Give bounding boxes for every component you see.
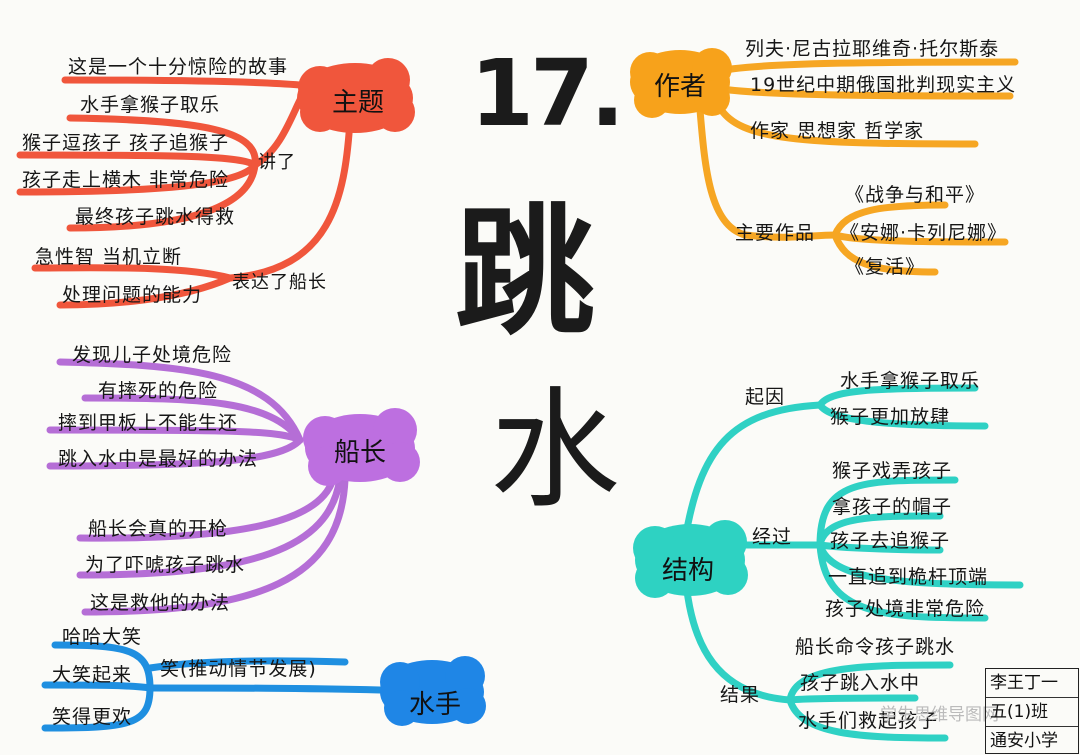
lesson-number: 17.	[470, 40, 625, 147]
signature-school: 通安小学	[990, 731, 1058, 751]
captain-item: 发现儿子处境危险	[72, 344, 233, 366]
theme-cloud	[297, 58, 415, 133]
structure-jieguo-item: 水手们救起孩子	[798, 710, 939, 732]
captain-node: 船长	[333, 438, 386, 468]
structure-qiyin-item: 水手拿猴子取乐	[840, 370, 981, 392]
structure-branches	[681, 384, 1024, 742]
structure-node: 结构	[661, 556, 714, 586]
sailor-branches	[41, 641, 384, 732]
captain-item: 这是救他的办法	[90, 592, 231, 614]
captain-item: 船长会真的开枪	[88, 518, 229, 540]
signature-class: 五(1)班	[986, 698, 1078, 727]
captain-item: 有摔死的危险	[98, 380, 219, 402]
watermark: 学生思维导图网	[880, 705, 999, 725]
author-work: 《战争与和平》	[845, 184, 986, 206]
structure-cloud	[633, 520, 748, 598]
theme-jiang-item: 孩子走上横木 非常危险	[22, 169, 230, 191]
structure-jieguo-label: 结果	[720, 684, 761, 706]
captain-item: 为了吓唬孩子跳水	[85, 554, 246, 576]
structure-jieguo-item: 船长命令孩子跳水	[795, 636, 956, 658]
captain-branches	[46, 358, 349, 616]
sailor-node: 水手	[408, 690, 461, 720]
signature-name: 李王丁一	[986, 669, 1078, 698]
structure-jingguo-item: 拿孩子的帽子	[832, 496, 953, 518]
structure-jingguo-item: 孩子去追猴子	[830, 530, 951, 552]
theme-biaoda-label: 表达了船长	[232, 272, 327, 293]
author-work: 《安娜·卡列尼娜》	[840, 222, 1008, 244]
captain-item: 摔到甲板上不能生还	[58, 412, 239, 434]
structure-jieguo-item: 孩子跳入水中	[800, 672, 921, 694]
author-item: 列夫·尼古拉耶维奇·托尔斯泰	[745, 38, 1000, 60]
signature-box: 李王丁一 五(1)班 通安小学	[985, 668, 1079, 754]
sailor-item: 哈哈大笑	[62, 626, 143, 648]
theme-jiang-item: 猴子逗孩子 孩子追猴子	[22, 132, 230, 154]
author-node: 作者	[653, 72, 706, 102]
theme-jiang-label: 讲了	[258, 152, 296, 173]
captain-cloud	[303, 408, 420, 486]
sailor-item: 大笑起来	[52, 664, 133, 686]
author-branches	[696, 58, 1019, 276]
theme-jiang-item: 水手拿猴子取乐	[80, 94, 221, 116]
structure-jingguo-item: 孩子处境非常危险	[825, 598, 986, 620]
structure-qiyin-item: 猴子更加放肆	[830, 406, 951, 428]
sailor-note: 笑(推动情节发展)	[160, 658, 317, 680]
title-char-shui: 水	[490, 374, 621, 526]
theme-story: 这是一个十分惊险的故事	[68, 56, 289, 78]
structure-qiyin-label: 起因	[745, 386, 786, 408]
sailor-item: 笑得更欢	[52, 706, 133, 728]
author-item: 19世纪中期俄国批判现实主义	[750, 74, 1017, 96]
author-cloud	[630, 48, 732, 118]
structure-jingguo-item: 猴子戏弄孩子	[832, 460, 953, 482]
theme-biaoda-item: 急性智 当机立断	[35, 246, 183, 268]
theme-biaoda-item: 处理问题的能力	[62, 284, 203, 306]
structure-jingguo-label: 经过	[752, 526, 793, 548]
theme-node: 主题	[331, 88, 384, 118]
author-work: 《复活》	[845, 256, 926, 278]
title-char-tiao: 跳	[455, 192, 596, 355]
theme-branches	[16, 76, 354, 309]
captain-item: 跳入水中是最好的办法	[58, 448, 259, 470]
sailor-cloud	[380, 656, 486, 726]
theme-jiang-item: 最终孩子跳水得救	[75, 206, 236, 228]
structure-jingguo-item: 一直追到桅杆顶端	[828, 566, 989, 588]
author-item: 作家 思想家 哲学家	[750, 120, 925, 142]
author-works-label: 主要作品	[735, 222, 816, 244]
